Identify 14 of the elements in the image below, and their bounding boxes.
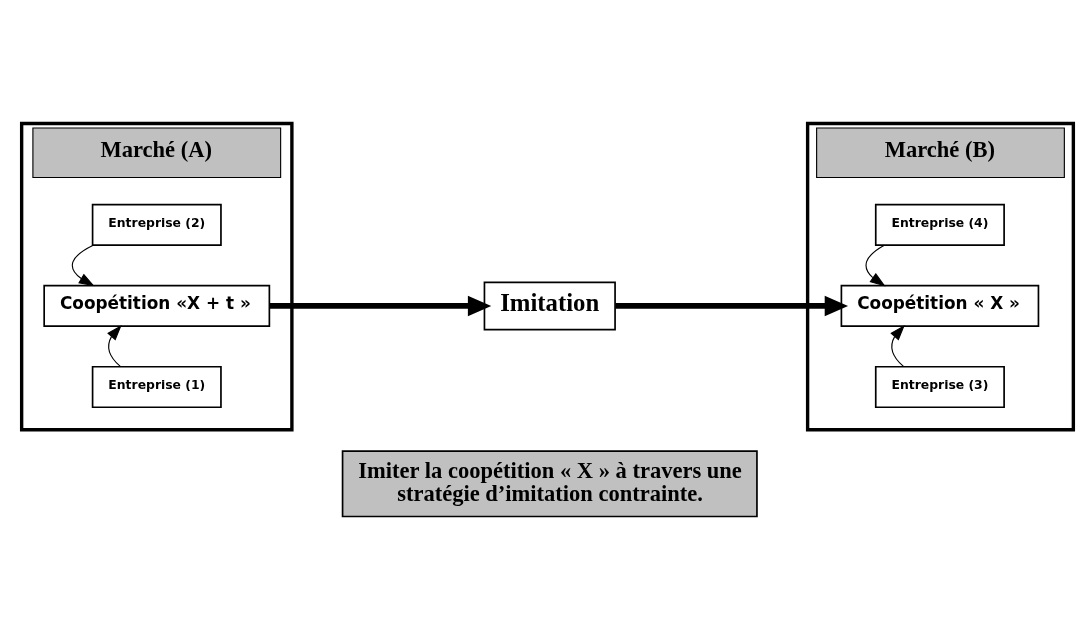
node-box: Entreprise (1) (91, 365, 222, 409)
arrow (865, 244, 886, 287)
node-box: Imitation (483, 281, 616, 331)
arrow (890, 324, 905, 367)
node-box: Coopétition «X + t » (43, 284, 271, 328)
node-box: Entreprise (3) (874, 365, 1005, 409)
arrow (107, 324, 122, 367)
node-box: Coopétition « X » (840, 284, 1040, 328)
arrow (269, 295, 492, 317)
node-box: Imiter la coopétition « X » à travers une stratégie d’imitation contrainte. (341, 450, 758, 518)
node-box: Entreprise (2) (91, 203, 222, 246)
node-box: Entreprise (4) (874, 203, 1005, 246)
arrow (615, 295, 849, 317)
arrow (71, 244, 95, 287)
